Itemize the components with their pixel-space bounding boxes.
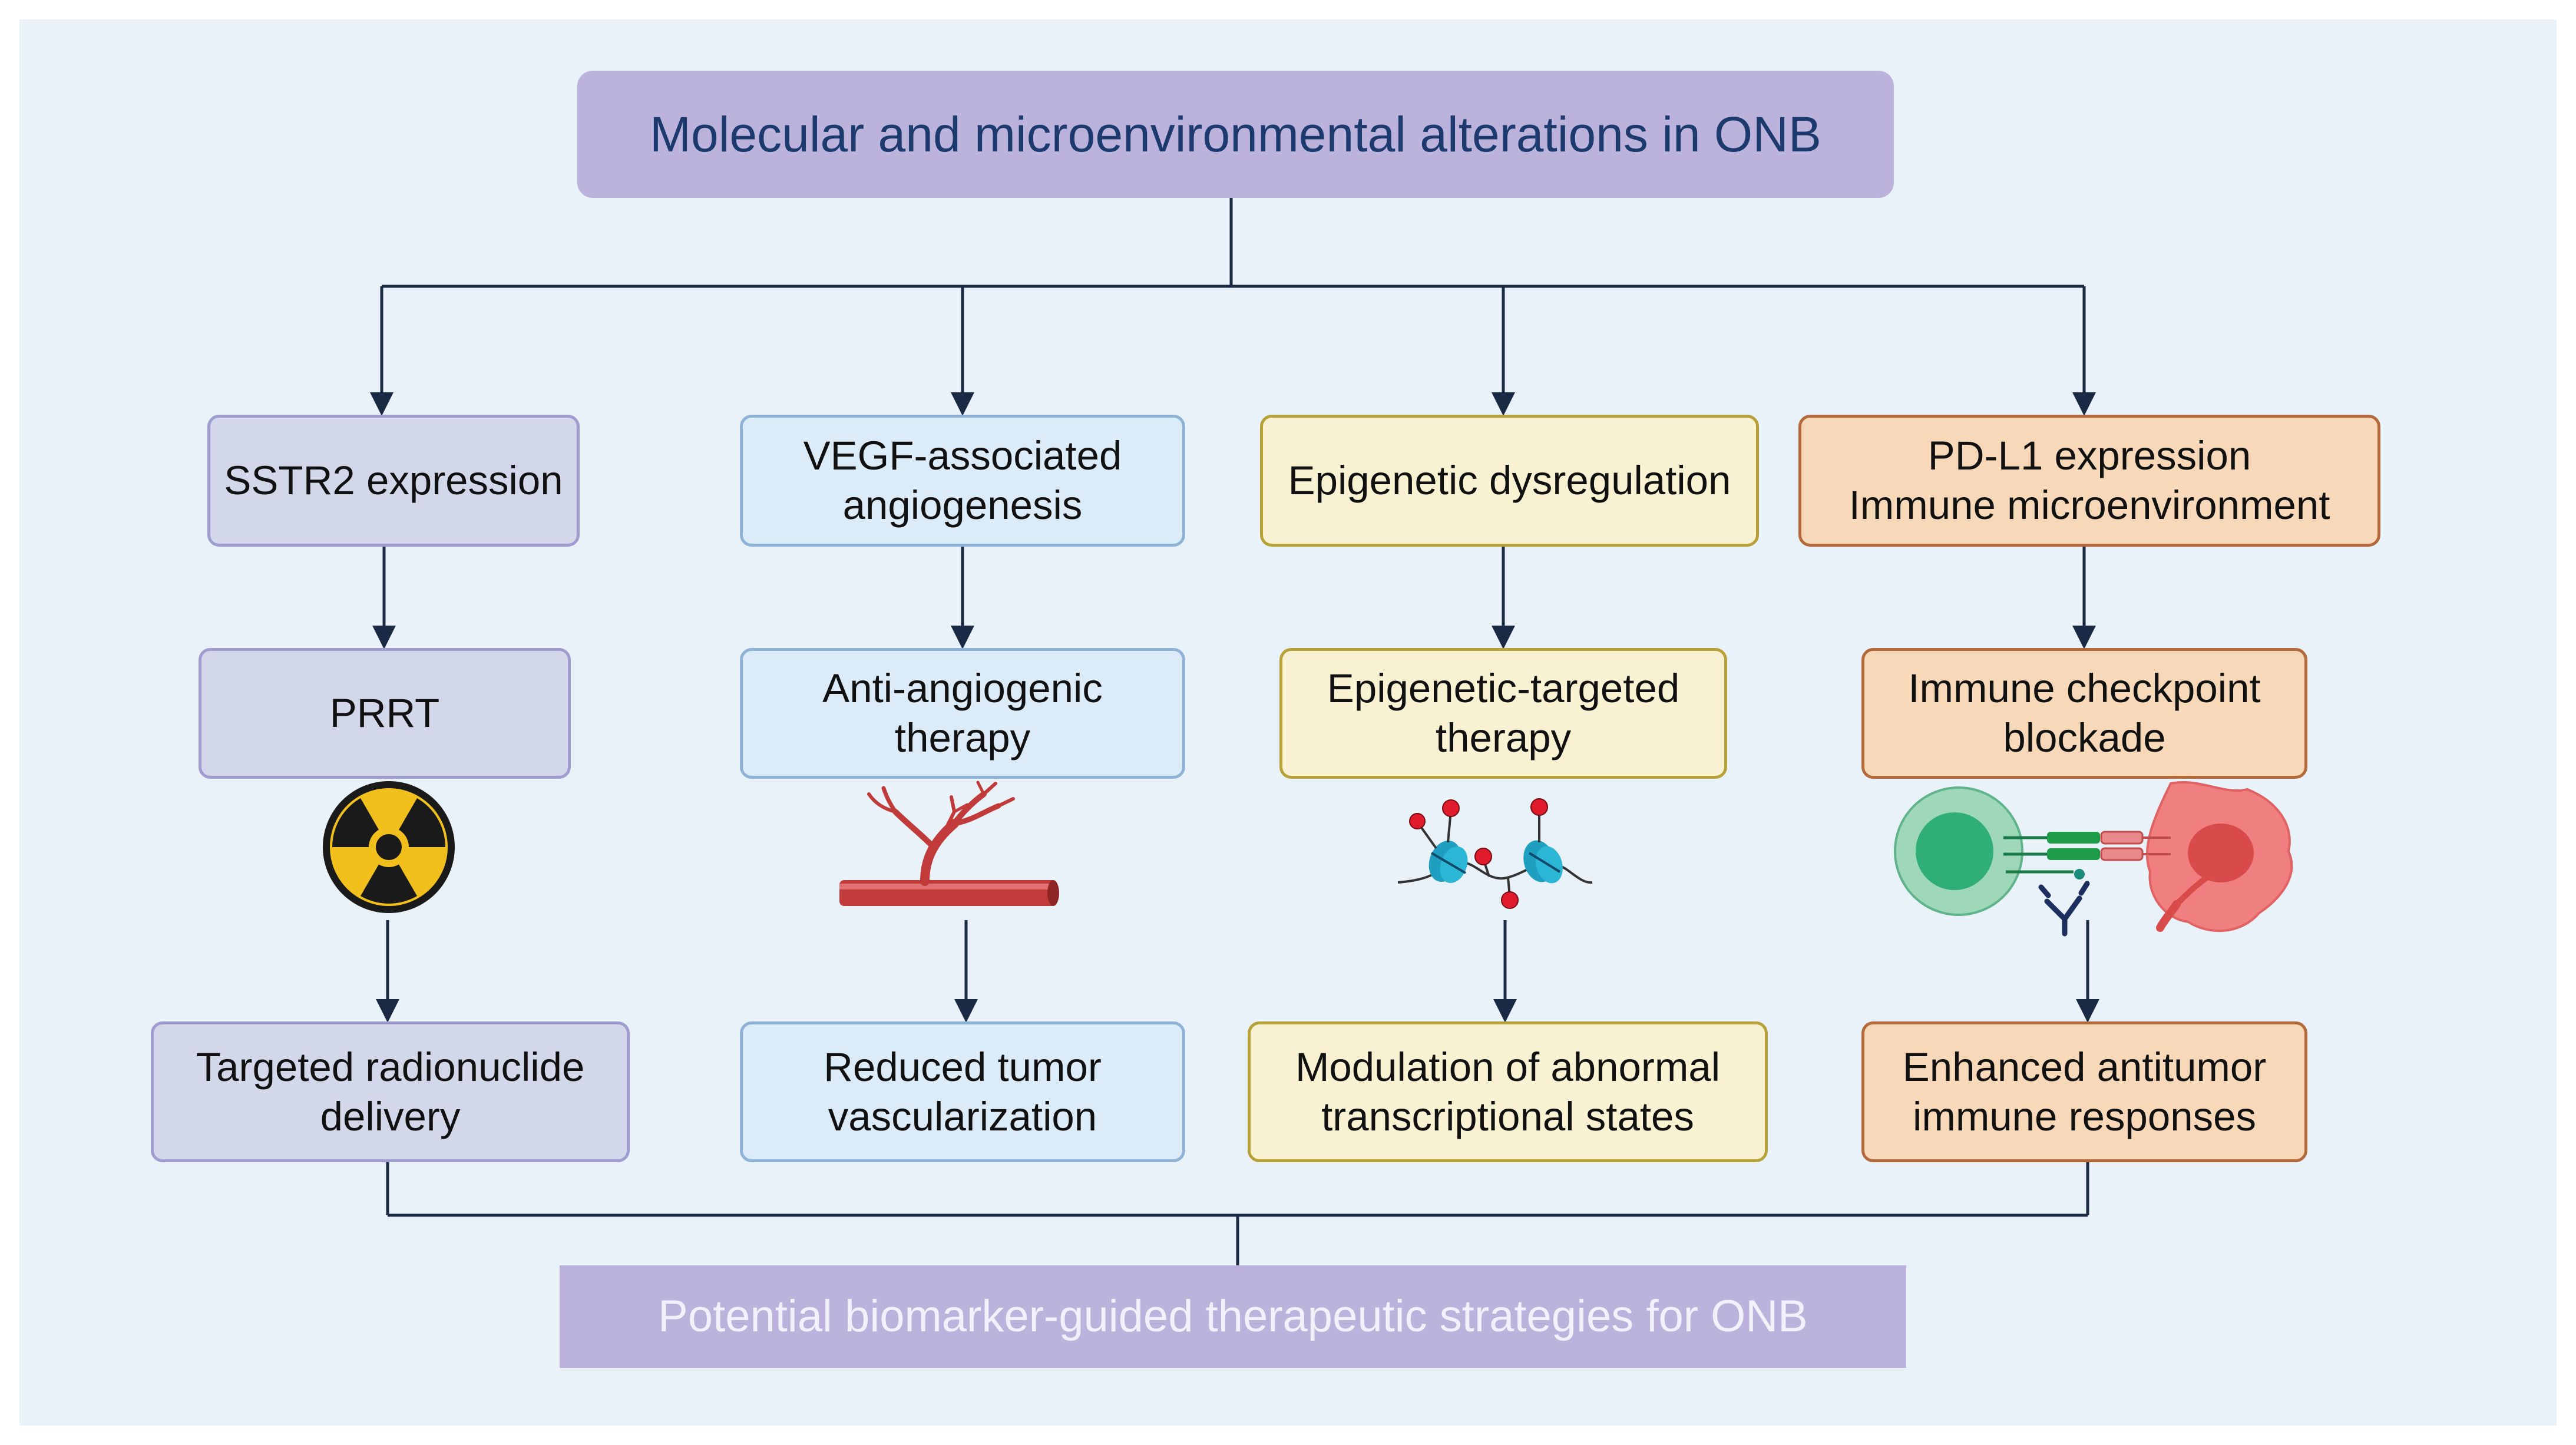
nucleosome-icon	[1397, 798, 1593, 909]
radiation-icon	[323, 781, 455, 913]
alteration-box-pdl1: PD-L1 expression Immune microenvironment	[1798, 415, 2380, 547]
therapy-box-prrt: PRRT	[199, 648, 571, 779]
outcome-box-vascularization: Reduced tumor vascularization	[740, 1021, 1185, 1162]
alteration-box-sstr2: SSTR2 expression	[207, 415, 580, 547]
blood-vessel-icon	[839, 781, 1059, 906]
immune-checkpoint-icon	[1894, 781, 2293, 937]
outcome-box-transcriptional: Modulation of abnormal transcriptional s…	[1248, 1021, 1768, 1162]
title-box: Molecular and microenvironmental alterat…	[577, 71, 1894, 198]
alteration-box-epigenetic: Epigenetic dysregulation	[1260, 415, 1759, 547]
outcome-box-radionuclide: Targeted radionuclide delivery	[151, 1021, 630, 1162]
outcome-box-antitumor: Enhanced antitumor immune responses	[1861, 1021, 2307, 1162]
alteration-box-vegf: VEGF-associated angiogenesis	[740, 415, 1185, 547]
therapy-box-epigenetic: Epigenetic-targeted therapy	[1279, 648, 1727, 779]
bottom-strategy-box: Potential biomarker-guided therapeutic s…	[560, 1265, 1906, 1368]
therapy-box-checkpoint: Immune checkpoint blockade	[1861, 648, 2307, 779]
therapy-box-antiangiogenic: Anti-angiogenic therapy	[740, 648, 1185, 779]
